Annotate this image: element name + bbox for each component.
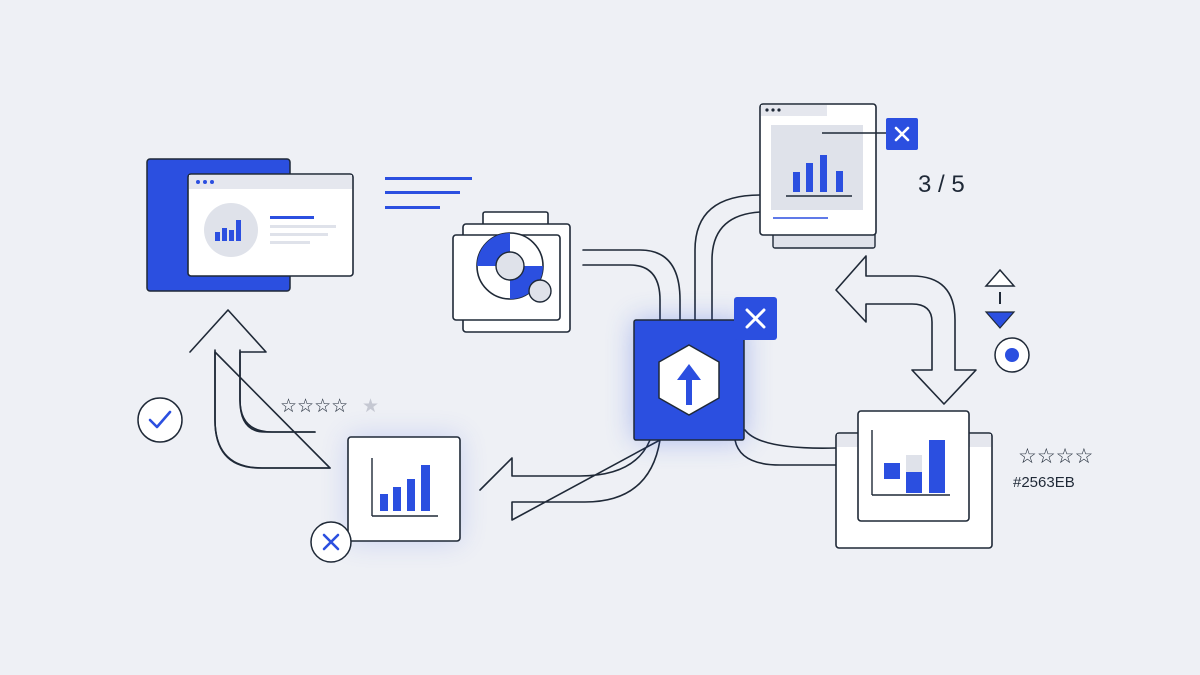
arrow-bend-down-outline-icon [835,255,977,405]
bar-chart-card-left [347,436,461,542]
rating-stars-right[interactable]: ☆☆☆☆ [1018,445,1093,468]
rating-star-empty[interactable]: ★ [362,396,379,417]
text-lines-icon [385,177,472,209]
pie-chart-card [452,211,571,333]
approve-button[interactable] [137,397,183,443]
color-hex-label: #2563EB [1013,474,1075,491]
rating-stars-left[interactable]: ☆☆☆☆ [280,396,348,417]
close-window-button[interactable] [886,118,918,150]
browser-window-left [146,158,354,292]
bar-chart-card-right [835,410,993,549]
arrow-left-outline-icon [479,439,661,521]
arrow-up-outline-icon [189,309,331,469]
upload-hub-button[interactable] [633,319,745,441]
radio-button[interactable] [994,337,1030,373]
reject-button[interactable] [310,521,352,563]
close-hub-button[interactable] [734,297,777,340]
browser-window-top-right [759,103,888,249]
sort-down-icon[interactable] [984,311,1016,329]
pager-text: 3 / 5 [918,171,965,198]
sort-up-icon[interactable] [984,268,1016,287]
